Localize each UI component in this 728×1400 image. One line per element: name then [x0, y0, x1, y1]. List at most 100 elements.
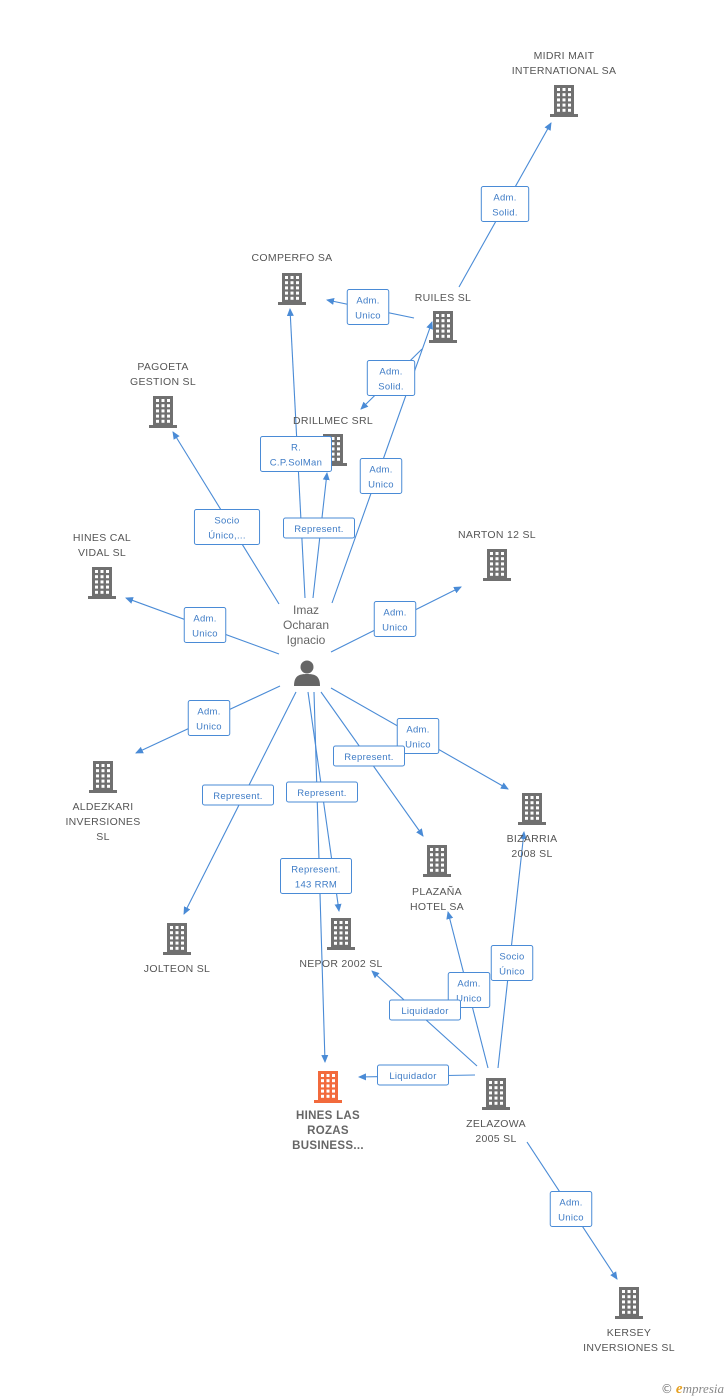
node-label: PAGOETA	[137, 361, 188, 373]
edge-label-box[interactable]	[490, 945, 534, 981]
edge-label-box[interactable]	[333, 745, 405, 767]
edge-label-box[interactable]	[283, 517, 355, 539]
edge-label-imaz-ruiles[interactable]: Adm.Unico	[359, 458, 403, 494]
building-base	[423, 874, 451, 877]
building-base	[278, 302, 306, 305]
edge-label-ruiles-midri[interactable]: Adm.Solid.	[480, 186, 530, 222]
edge-label-ruiles-comperfo[interactable]: Adm.Unico	[346, 289, 390, 325]
building-window	[101, 764, 105, 767]
building-window	[321, 1074, 324, 1077]
edge-label-imaz-plazana[interactable]: Represent.	[333, 745, 405, 767]
building-window	[441, 314, 445, 317]
edge-label-imaz-hineslas[interactable]: Represent.143 RRM	[280, 858, 352, 894]
edge-label-zelazowa-nepor[interactable]: Liquidador	[389, 999, 461, 1021]
building-window	[331, 437, 335, 440]
edge-label-box[interactable]	[202, 784, 274, 806]
edge-label-box[interactable]	[193, 509, 261, 545]
edge-label-text: Represent.	[297, 788, 346, 799]
building-base	[615, 1316, 643, 1319]
edge-label-box[interactable]	[447, 972, 491, 1008]
node-hineslas[interactable]: HINES LASROZASBUSINESS...	[292, 1071, 364, 1152]
edge-label-imaz-jolteon[interactable]: Represent.	[202, 784, 274, 806]
building-window	[436, 324, 439, 328]
building-window	[107, 769, 110, 773]
edge-label-ruiles-drillmec[interactable]: Adm.Solid.	[366, 360, 416, 396]
node-nepor[interactable]: NEPOR 2002 SL	[299, 918, 382, 970]
edge-label-imaz-hinescal[interactable]: Adm.Unico	[183, 607, 227, 643]
edge-label-text: Represent.	[213, 791, 262, 802]
building-window	[167, 419, 170, 423]
edge-label-text: Adm.	[383, 608, 406, 619]
edge-label-text: Unico	[368, 480, 394, 491]
edge-label-imaz-comperfo[interactable]: R.C.P.SolMan	[260, 436, 332, 472]
building-window	[285, 286, 288, 290]
edge-label-text: Unico	[456, 994, 482, 1005]
edge-label-box[interactable]	[366, 360, 416, 396]
node-label: 2005 SL	[475, 1133, 516, 1145]
edge-label-imaz-drillmec[interactable]: Represent.	[283, 517, 355, 539]
building-icon	[615, 1287, 643, 1319]
building-window	[495, 567, 499, 571]
edge-label-box[interactable]	[346, 289, 390, 325]
building-window	[331, 442, 335, 446]
building-window	[175, 936, 179, 940]
edge-label-box[interactable]	[359, 458, 403, 494]
building-window	[101, 769, 105, 773]
edge-label-imaz-nepor[interactable]: Represent.	[286, 781, 358, 803]
building-window	[285, 296, 288, 300]
node-jolteon[interactable]: JOLTEON SL	[144, 923, 210, 975]
edge-label-imaz-narton[interactable]: Adm.Unico	[373, 601, 417, 637]
building-window	[181, 941, 184, 945]
edge-label-box[interactable]	[260, 436, 332, 472]
building-window	[321, 1094, 324, 1098]
edge-label-box[interactable]	[549, 1191, 593, 1227]
edge-label-text: Adm.	[457, 979, 480, 990]
edge-label-box[interactable]	[480, 186, 530, 222]
building-base	[482, 1107, 510, 1110]
edge-label-imaz-pagoeta[interactable]: SocioÚnico,...	[193, 509, 261, 545]
edge-label-zelazowa-hineslas[interactable]: Liquidador	[377, 1064, 449, 1086]
edge-label-text: Unico	[405, 740, 431, 751]
building-window	[489, 1086, 492, 1090]
node-label: VIDAL SL	[78, 547, 126, 559]
edge-label-imaz-bizarria[interactable]: Adm.Unico	[396, 718, 440, 754]
building-window	[530, 811, 534, 815]
edge-label-text: Solid.	[492, 208, 518, 219]
node-ruiles[interactable]: RUILES SL	[415, 292, 471, 343]
footer-brand[interactable]: ©empresia	[661, 1381, 724, 1398]
edge-label-box[interactable]	[389, 999, 461, 1021]
edge-label-box[interactable]	[187, 700, 231, 736]
edge-label-box[interactable]	[373, 601, 417, 637]
building-window	[181, 926, 184, 929]
edge-label-box[interactable]	[377, 1064, 449, 1086]
building-window	[175, 931, 179, 935]
edge-label-zelazowa-kersey[interactable]: Adm.Unico	[549, 1191, 593, 1227]
edge-label-text: Adm.	[356, 296, 379, 307]
building-base	[327, 947, 355, 950]
edge-label-box[interactable]	[280, 858, 352, 894]
building-icon	[88, 567, 116, 599]
edge-label-box[interactable]	[396, 718, 440, 754]
building-window	[106, 585, 109, 589]
node-narton[interactable]: NARTON 12 SL	[458, 529, 536, 581]
building-window	[334, 936, 337, 940]
edge-label-zelazowa-plazana[interactable]: Adm. Unico	[447, 972, 491, 1008]
building-window	[95, 590, 98, 594]
edge-label-box[interactable]	[183, 607, 227, 643]
node-comperfo[interactable]: COMPERFO SA	[252, 252, 333, 305]
edge-label-box[interactable]	[286, 781, 358, 803]
person-label: Ignacio	[287, 633, 326, 647]
node-label: DRILLMEC SRL	[293, 415, 373, 427]
building-window	[447, 324, 450, 328]
edge-label-imaz-aldezkari[interactable]: Adm.Unico	[187, 700, 231, 736]
